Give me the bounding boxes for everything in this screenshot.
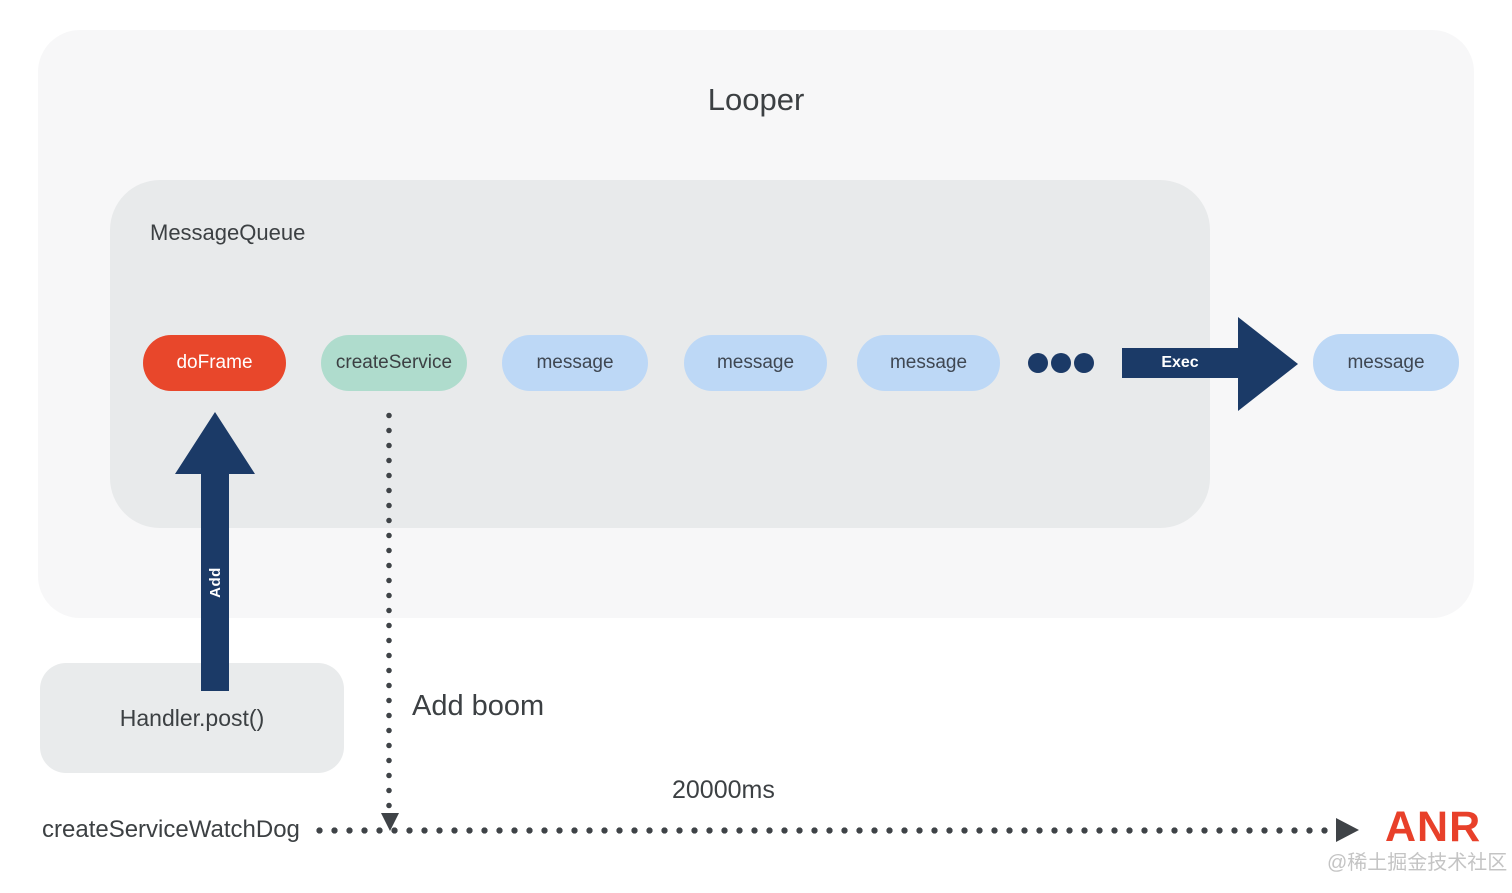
ellipsis-dot	[1028, 353, 1048, 373]
add-arrowhead-icon	[175, 412, 255, 474]
anr-label: ANR	[1385, 803, 1482, 851]
pill-message-output: message	[1313, 334, 1459, 391]
timeout-label: 20000ms	[672, 776, 775, 804]
ellipsis-dot	[1074, 353, 1094, 373]
boom-arrowhead-icon	[381, 813, 399, 831]
timeline-arrowhead-icon	[1336, 818, 1359, 842]
handler-post-box: Handler.post()	[40, 663, 344, 773]
watchdog-dotted-timeline	[312, 827, 1332, 834]
add-arrow: Add	[201, 473, 229, 691]
looper-title: Looper	[707, 82, 805, 117]
message-queue-label: MessageQueue	[150, 220, 306, 245]
handler-post-label: Handler.post()	[119, 704, 265, 731]
exec-arrow-label: Exec	[1161, 354, 1199, 371]
message-queue-container	[110, 180, 1210, 528]
exec-arrowhead-icon	[1238, 317, 1298, 411]
watchdog-label: createServiceWatchDog	[42, 816, 300, 843]
boom-dotted-line	[386, 408, 392, 810]
pill-message: message	[857, 335, 1000, 391]
add-arrow-label: Add	[206, 566, 224, 598]
pill-createservice: createService	[321, 335, 467, 391]
watermark: @稀土掘金技术社区	[1327, 852, 1508, 874]
ellipsis-dot	[1051, 353, 1071, 373]
queue-ellipsis-icon	[1028, 353, 1094, 373]
pill-message: message	[502, 335, 648, 391]
pill-message: message	[684, 335, 827, 391]
pill-doframe: doFrame	[143, 335, 286, 391]
exec-arrow: Exec	[1122, 348, 1238, 378]
add-boom-label: Add boom	[412, 690, 545, 722]
